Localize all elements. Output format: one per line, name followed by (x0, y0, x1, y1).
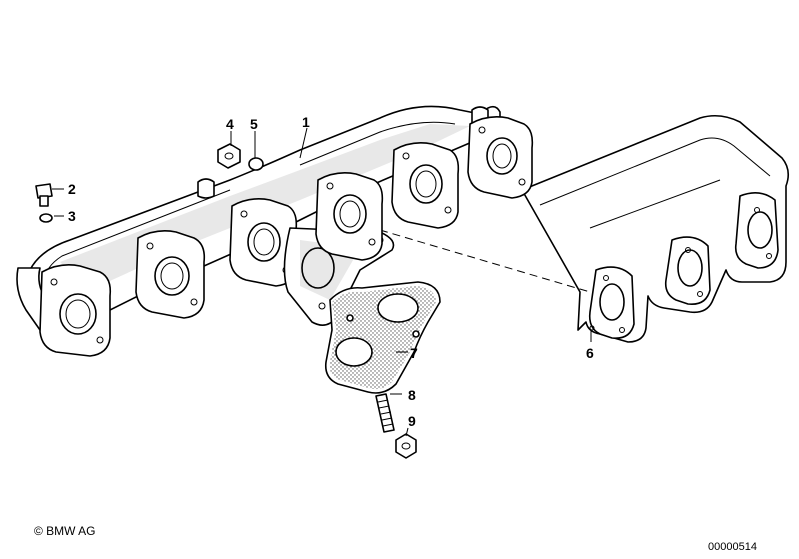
callout-4: 4 (226, 116, 234, 132)
copyright-text: © BMW AG (34, 524, 96, 538)
alignment-line (379, 229, 591, 293)
callout-2: 2 (68, 181, 76, 197)
callout-8: 8 (408, 387, 416, 403)
callout-3: 3 (68, 208, 76, 224)
callout-1: 1 (302, 114, 310, 130)
washer-part-3 (39, 213, 53, 223)
image-number: 00000514 (708, 541, 757, 553)
washer-part-5 (248, 157, 264, 171)
callout-5: 5 (250, 116, 258, 132)
leader-lines (52, 127, 592, 437)
callout-7: 7 (410, 345, 418, 361)
exhaust-manifold (16, 105, 534, 357)
nut-part-4 (217, 143, 241, 169)
heat-shield (521, 114, 790, 343)
callout-9: 9 (408, 413, 416, 429)
stud-part-8 (375, 393, 395, 433)
bolt-part-2 (35, 183, 53, 207)
callout-6: 6 (586, 345, 594, 361)
gasket (324, 281, 441, 394)
nut-part-9 (395, 433, 417, 459)
